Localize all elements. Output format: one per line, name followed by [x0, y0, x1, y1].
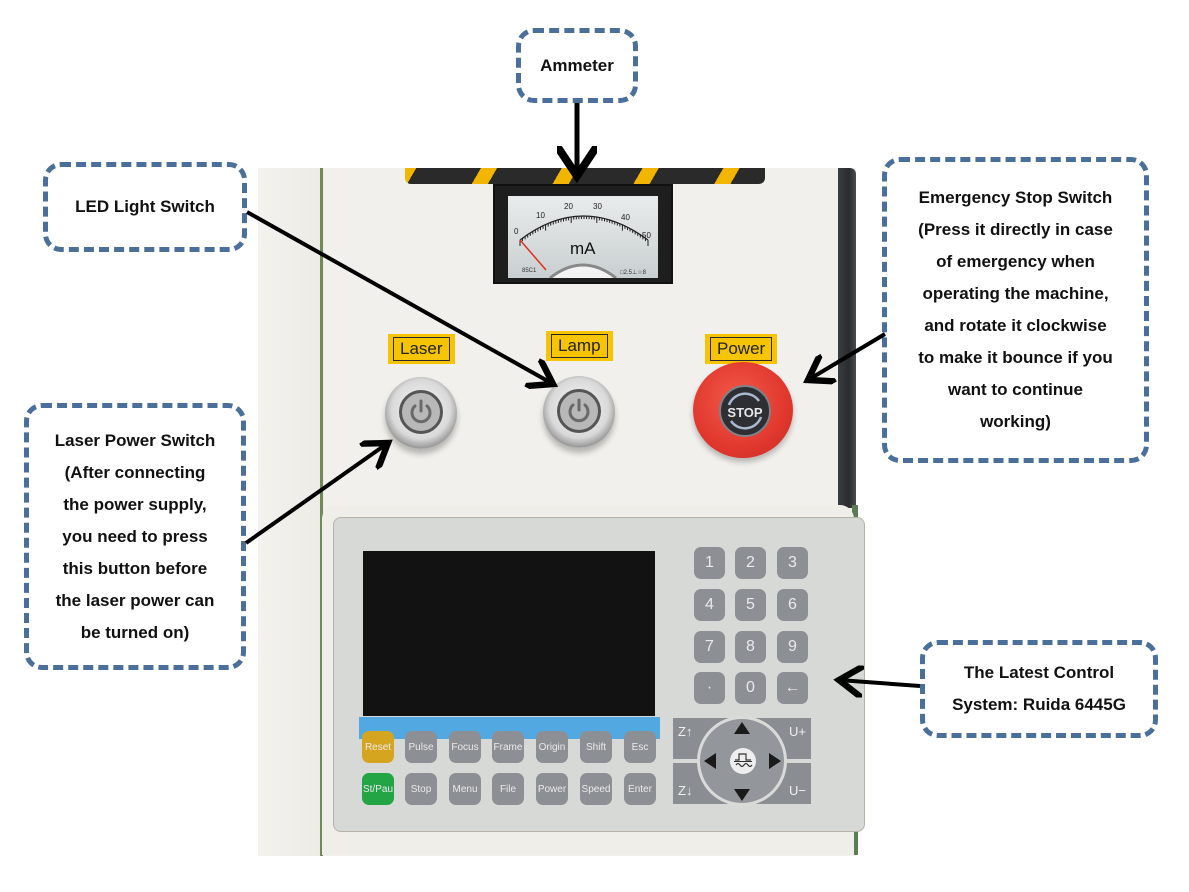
numpad-key[interactable]: 2	[735, 547, 766, 579]
power-icon	[568, 398, 590, 423]
ammeter-unit: mA	[570, 239, 596, 258]
numpad-key[interactable]: 1	[694, 547, 725, 579]
callout-laser-power-switch: Laser Power Switch (After connecting the p…	[24, 403, 246, 670]
numpad-key[interactable]: 5	[735, 589, 766, 621]
callout-line: System: Ruida 6445G	[952, 695, 1126, 714]
ammeter-tick-label: 20	[564, 202, 573, 211]
arrow-up-key[interactable]	[734, 722, 750, 734]
numpad-key[interactable]: 3	[777, 547, 808, 579]
focus-key[interactable]: Focus	[449, 731, 481, 763]
callout-line: of emergency when	[936, 252, 1095, 271]
enter-key[interactable]: Enter	[624, 773, 656, 805]
speed-key[interactable]: Speed	[580, 773, 612, 805]
lamp-label: Lamp	[546, 331, 613, 361]
laser-pulse-key[interactable]	[730, 748, 756, 774]
ammeter-tick-label: 40	[621, 213, 630, 222]
shift-key[interactable]: Shift	[580, 731, 612, 763]
ammeter-tick-label: 10	[536, 211, 545, 220]
numpad-key[interactable]: 9	[777, 631, 808, 663]
arrow-down-key[interactable]	[734, 789, 750, 801]
callout-line: Emergency Stop Switch	[918, 188, 1113, 207]
reset-key[interactable]: Reset	[362, 731, 394, 763]
numpad-key[interactable]: 6	[777, 589, 808, 621]
ammeter-face: 0 10 20 30 40 50 mA 85C1 □2.5⊥☆8	[508, 196, 658, 278]
ammeter-dial-hub	[549, 263, 617, 278]
ammeter-small-print: □2.5⊥☆8	[620, 269, 647, 276]
callout-line: working)	[980, 412, 1051, 431]
callout-line: this button before	[62, 558, 208, 578]
file-key[interactable]: File	[492, 773, 524, 805]
arrow-control-system	[839, 680, 921, 686]
power-icon	[410, 399, 432, 424]
rotate-arrows-icon: STOP	[727, 392, 763, 430]
numpad-key[interactable]: 8	[735, 631, 766, 663]
arrow-right-key[interactable]	[769, 753, 781, 769]
laser-switch-face	[399, 390, 443, 434]
callout-led-light-switch: LED Light Switch	[43, 162, 247, 252]
frame-key[interactable]: Frame	[492, 731, 524, 763]
lcd-screen	[363, 551, 655, 716]
panel-seam	[320, 168, 323, 856]
arrow-led-switch	[246, 210, 553, 384]
callout-line: want to continue	[947, 380, 1084, 399]
ammeter-needle	[519, 239, 547, 271]
callout-line: the power supply,	[63, 494, 207, 514]
callout-line: Laser Power Switch	[54, 430, 216, 450]
callout-line: be turned on)	[80, 622, 190, 642]
callout-line: you need to press	[62, 526, 208, 546]
esc-key[interactable]: Esc	[624, 731, 656, 763]
arrow-estop	[808, 332, 887, 380]
laser-power-switch[interactable]	[385, 377, 457, 449]
arrow-left-key[interactable]	[704, 753, 716, 769]
callout-ammeter: Ammeter	[516, 28, 638, 103]
origin-key[interactable]: Origin	[536, 731, 568, 763]
numpad-key[interactable]: ·	[694, 672, 725, 704]
ammeter-tick-label: 50	[642, 231, 651, 240]
power-label-text: Power	[710, 337, 773, 361]
ammeter-tick-label: 30	[593, 202, 602, 211]
callout-line: (After connecting	[64, 462, 206, 482]
estop-core: STOP	[719, 385, 771, 437]
pulse-key[interactable]: Pulse	[405, 731, 437, 763]
stop-key[interactable]: Stop	[405, 773, 437, 805]
callout-line: LED Light Switch	[75, 197, 215, 216]
callout-line: The Latest Control	[963, 663, 1115, 682]
st-pau-key[interactable]: St/Pau	[362, 773, 394, 805]
callout-line: the laser power can	[55, 590, 215, 610]
pulse-wave-icon	[734, 753, 753, 768]
callout-line: and rotate it clockwise	[924, 316, 1107, 335]
callout-line: to make it bounce if you	[918, 348, 1113, 367]
led-light-switch[interactable]	[543, 376, 615, 448]
callout-line: Ammeter	[540, 55, 614, 75]
callout-text: Ammeter	[540, 50, 614, 82]
menu-key[interactable]: Menu	[449, 773, 481, 805]
estop-text: STOP	[727, 405, 762, 420]
machine-right-edge	[838, 168, 856, 508]
callout-line: (Press it directly in case	[918, 220, 1113, 239]
numpad-key[interactable]: 4	[694, 589, 725, 621]
callout-emergency-stop: Emergency Stop Switch (Press it directly …	[882, 157, 1149, 463]
ammeter-small-print: 85C1	[522, 268, 537, 274]
callout-line: operating the machine,	[922, 284, 1109, 303]
arrow-laser-switch	[244, 443, 388, 545]
power-label: Power	[705, 334, 778, 364]
numpad-key[interactable]: ←	[777, 672, 808, 704]
lamp-label-text: Lamp	[551, 334, 608, 358]
power-key[interactable]: Power	[536, 773, 568, 805]
laser-label: Laser	[388, 334, 455, 364]
numpad-key[interactable]: 0	[735, 672, 766, 704]
ammeter-tick-label: 0	[514, 227, 519, 236]
numpad-key[interactable]: 7	[694, 631, 725, 663]
laser-label-text: Laser	[393, 337, 450, 361]
